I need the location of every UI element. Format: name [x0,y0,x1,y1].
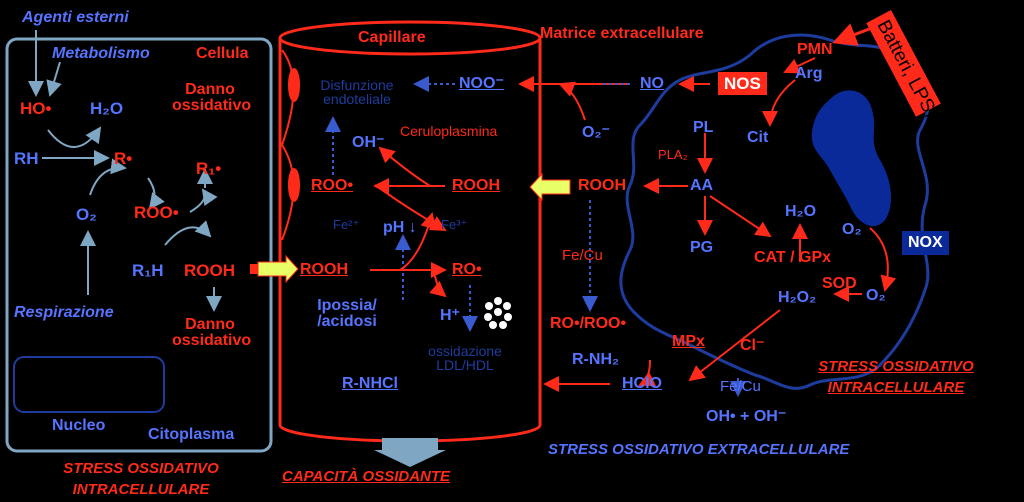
label-r1-radical: R₁• [196,159,222,178]
label-cat-gpx: CAT / GPx [754,249,832,266]
label-agenti-esterni: Agenti esterni [22,9,129,26]
label-arg: Arg [795,65,823,82]
label-o2-minus: O₂⁻ [582,124,610,141]
nucleus [13,356,165,413]
label-cellula: Cellula [196,45,249,62]
caption-stress-extra: STRESS OSSIDATIVO EXTRACELLULARE [548,441,850,458]
label-respirazione: Respirazione [14,304,114,321]
label-rooh-extra: ROOH [578,177,626,194]
endothelial-cells [281,49,300,241]
label-oh-radical: OH• + OH⁻ [706,408,787,425]
cell-membrane [5,37,273,453]
label-ceruloplasmina: Ceruloplasmina [400,123,498,139]
label-rooh-mid: ROOH [300,261,348,278]
label-pmn: PMN [797,41,833,58]
label-oh-minus: OH⁻ [352,134,385,151]
caption-capacita: CAPACITÀ OSSIDANTE [282,468,451,485]
nos-box: NOS [718,72,767,95]
label-sod: SOD [822,275,857,292]
label-fecu-2: Fe/Cu [720,378,761,395]
label-r1h: R₁H [132,261,164,280]
label-pla2: PLA₂ [658,147,688,162]
label-pl: PL [693,119,714,136]
nox-box: NOX [902,231,949,255]
label-no: NO [640,75,664,92]
transfer-arrows [250,172,571,284]
label-h2o-cell: H₂O [90,99,124,118]
label-o2-b: O₂ [866,287,886,304]
label-cl-minus: Cl⁻ [740,337,765,354]
label-nucleo: Nucleo [52,417,106,434]
label-rooh-cell: ROOH [184,261,235,280]
label-ro-radical: RO• [452,261,482,278]
label-fe3: Fe³⁺ [441,217,468,232]
label-r-radical: R• [114,149,133,168]
label-ho-radical: HO• [20,99,52,118]
label-aa: AA [690,177,714,194]
label-fe2: Fe²⁺ [333,217,360,232]
label-hclo: HClO [622,375,662,392]
label-rooh-top: ROOH [452,177,500,194]
label-ipossia: Ipossia//acidosi [317,297,377,330]
label-ro-roo: RO•/ROO• [550,315,627,332]
label-roo-capillary: ROO• [311,177,354,194]
label-matrice: Matrice extracellulare [540,25,704,42]
label-h2o-extra: H₂O [785,203,817,220]
label-hplus: H⁺ [440,307,460,324]
label-pg: PG [690,239,714,256]
nucleus-blob [811,90,892,227]
label-rh: RH [14,149,39,168]
label-rnhcl: R-NHCl [342,375,398,392]
label-o2-extra: O₂ [842,221,862,238]
label-capillare: Capillare [358,29,426,46]
label-rnh2: R-NH₂ [572,351,620,368]
label-mpx: MPx [672,333,705,350]
label-o2-cell: O₂ [76,205,97,224]
label-h2o2: H₂O₂ [778,289,817,306]
label-ph: pH ↓ [383,219,417,236]
label-cit: Cit [747,129,769,146]
label-citoplasma: Citoplasma [148,426,235,443]
label-fecu-1: Fe/Cu [562,247,603,264]
label-metabolismo: Metabolismo [52,45,150,62]
capacity-arrow [374,438,446,467]
label-roo-cell: ROO• [134,203,179,222]
label-noo: NOO⁻ [459,75,504,92]
lipoprotein-icon [480,295,516,331]
